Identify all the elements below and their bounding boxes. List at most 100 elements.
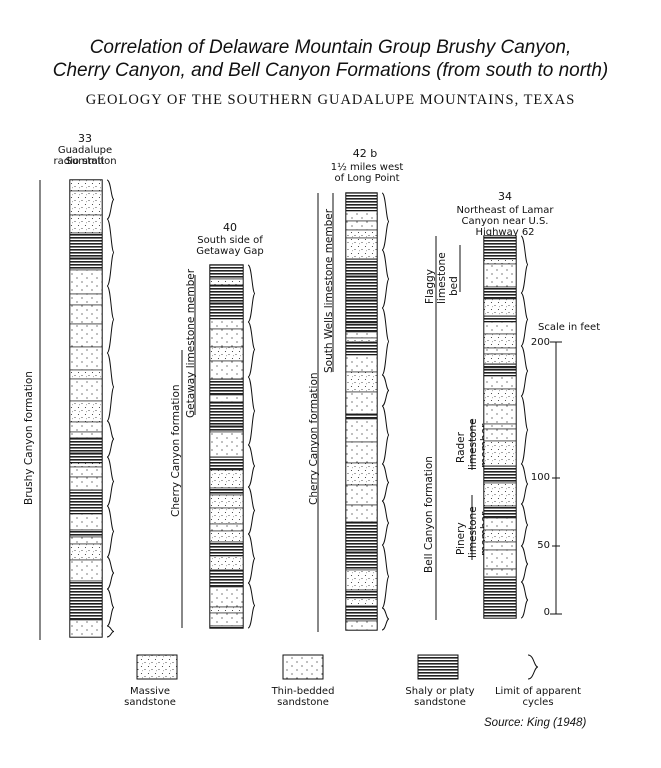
bed-layer [69, 323, 103, 348]
source-note: Source: King (1948) [484, 717, 587, 729]
bed-layer [483, 363, 517, 369]
section-42b-location-2: of Long Point [334, 173, 400, 184]
cycle-brace [106, 505, 115, 558]
bed-layer [345, 551, 378, 571]
cycle-brace [106, 420, 115, 458]
bed-layer [345, 597, 378, 607]
section-42b-location-1: 1½ miles west [330, 162, 404, 173]
bed-layer [209, 494, 244, 509]
bed-layer [209, 278, 244, 286]
bed-layer [69, 437, 103, 454]
bed-layer [483, 517, 517, 531]
section-42b-number: 42 b [352, 147, 378, 160]
bed-layer [69, 466, 103, 478]
cycle-brace [247, 264, 256, 323]
bed-layer [209, 606, 244, 614]
legend-massive-label-2: sandstone [124, 697, 176, 708]
section-33-number: 33 [78, 132, 92, 145]
bed-layer [69, 293, 103, 306]
bed-layer [345, 504, 378, 523]
bed-layer [483, 315, 517, 323]
bed-layer [345, 531, 378, 553]
bed-layer [69, 603, 103, 621]
bed-layer [209, 318, 244, 330]
bed-layer [69, 421, 103, 433]
cycle-brace [381, 607, 390, 631]
bed-layer [345, 620, 378, 631]
legend-brace-symbol [527, 654, 539, 680]
cycle-brace [106, 556, 115, 590]
bed-layer [483, 482, 517, 507]
cycle-brace [520, 345, 529, 397]
bed-layer [345, 521, 378, 533]
bed-layer [69, 232, 103, 259]
bed-layer [483, 353, 517, 365]
cycle-brace [381, 192, 390, 251]
legend-cycles-label-1: Limit of apparent [494, 686, 582, 697]
bed-layer [209, 394, 244, 403]
bed-layer [345, 322, 378, 333]
cycle-brace [520, 463, 529, 505]
bed-layer [209, 612, 244, 627]
bed-layer [483, 388, 517, 406]
bed-layer [483, 333, 517, 349]
cycle-brace [247, 533, 256, 584]
bed-layer [209, 487, 244, 496]
figure-title-line1: Correlation of Delaware Mountain Group B… [89, 37, 572, 58]
bed-layer [69, 257, 103, 271]
bed-layer [209, 555, 244, 571]
bed-layer [209, 328, 244, 348]
bed-layer [209, 625, 244, 629]
bed-layer [483, 428, 517, 442]
bed-layer [345, 413, 378, 420]
bed-layer [69, 214, 103, 234]
legend-shaly-label-2: sandstone [414, 697, 466, 708]
bed-layer [345, 462, 378, 486]
bed-layer [483, 465, 517, 484]
bed-layer [483, 423, 517, 430]
bed-layer [69, 476, 103, 491]
book-header: GEOLOGY OF THE SOUTHERN GUADALUPE MOUNTA… [85, 92, 576, 108]
cycle-brace [106, 456, 115, 507]
bed-layer [69, 585, 103, 605]
cycle-brace [381, 544, 390, 609]
legend-shaly-swatch [417, 654, 459, 680]
bed-layer [69, 489, 103, 515]
bed-layer [345, 192, 378, 212]
bed-layer [483, 286, 517, 300]
bed-layer [483, 367, 517, 377]
section-40-location-2: Getaway Gap [196, 246, 264, 257]
bed-layer [209, 378, 244, 396]
legend-massive-swatch [136, 654, 178, 680]
cycle-brace [247, 444, 256, 488]
bed-layer [483, 347, 517, 355]
bed-layer [345, 605, 378, 622]
bed-layer [345, 418, 378, 443]
bed-layer [69, 190, 103, 216]
cycle-brace [106, 285, 115, 354]
cycle-brace [520, 395, 529, 465]
bed-layer [345, 275, 378, 301]
cycle-brace [520, 503, 529, 547]
bed-layer [345, 229, 378, 239]
bed-layer [345, 484, 378, 506]
cycle-brace [381, 463, 390, 502]
bed-layer [69, 369, 103, 380]
cycle-brace [106, 588, 115, 627]
bed-layer [209, 360, 244, 380]
scale-tick-50: 50 [537, 540, 550, 551]
bed-layer [209, 425, 244, 433]
bed-layer [69, 400, 103, 423]
bed-layer [209, 541, 244, 548]
bed-layer [483, 298, 517, 317]
bed-layer [69, 619, 103, 638]
cycle-brace [381, 307, 390, 376]
bed-layer [345, 299, 378, 311]
bed-layer [209, 297, 244, 304]
bed-layer [209, 431, 244, 458]
bed-layer [483, 541, 517, 551]
cycle-brace [381, 374, 390, 407]
bed-layer [345, 337, 378, 343]
bed-layer [483, 597, 517, 619]
cycle-brace [247, 582, 256, 629]
